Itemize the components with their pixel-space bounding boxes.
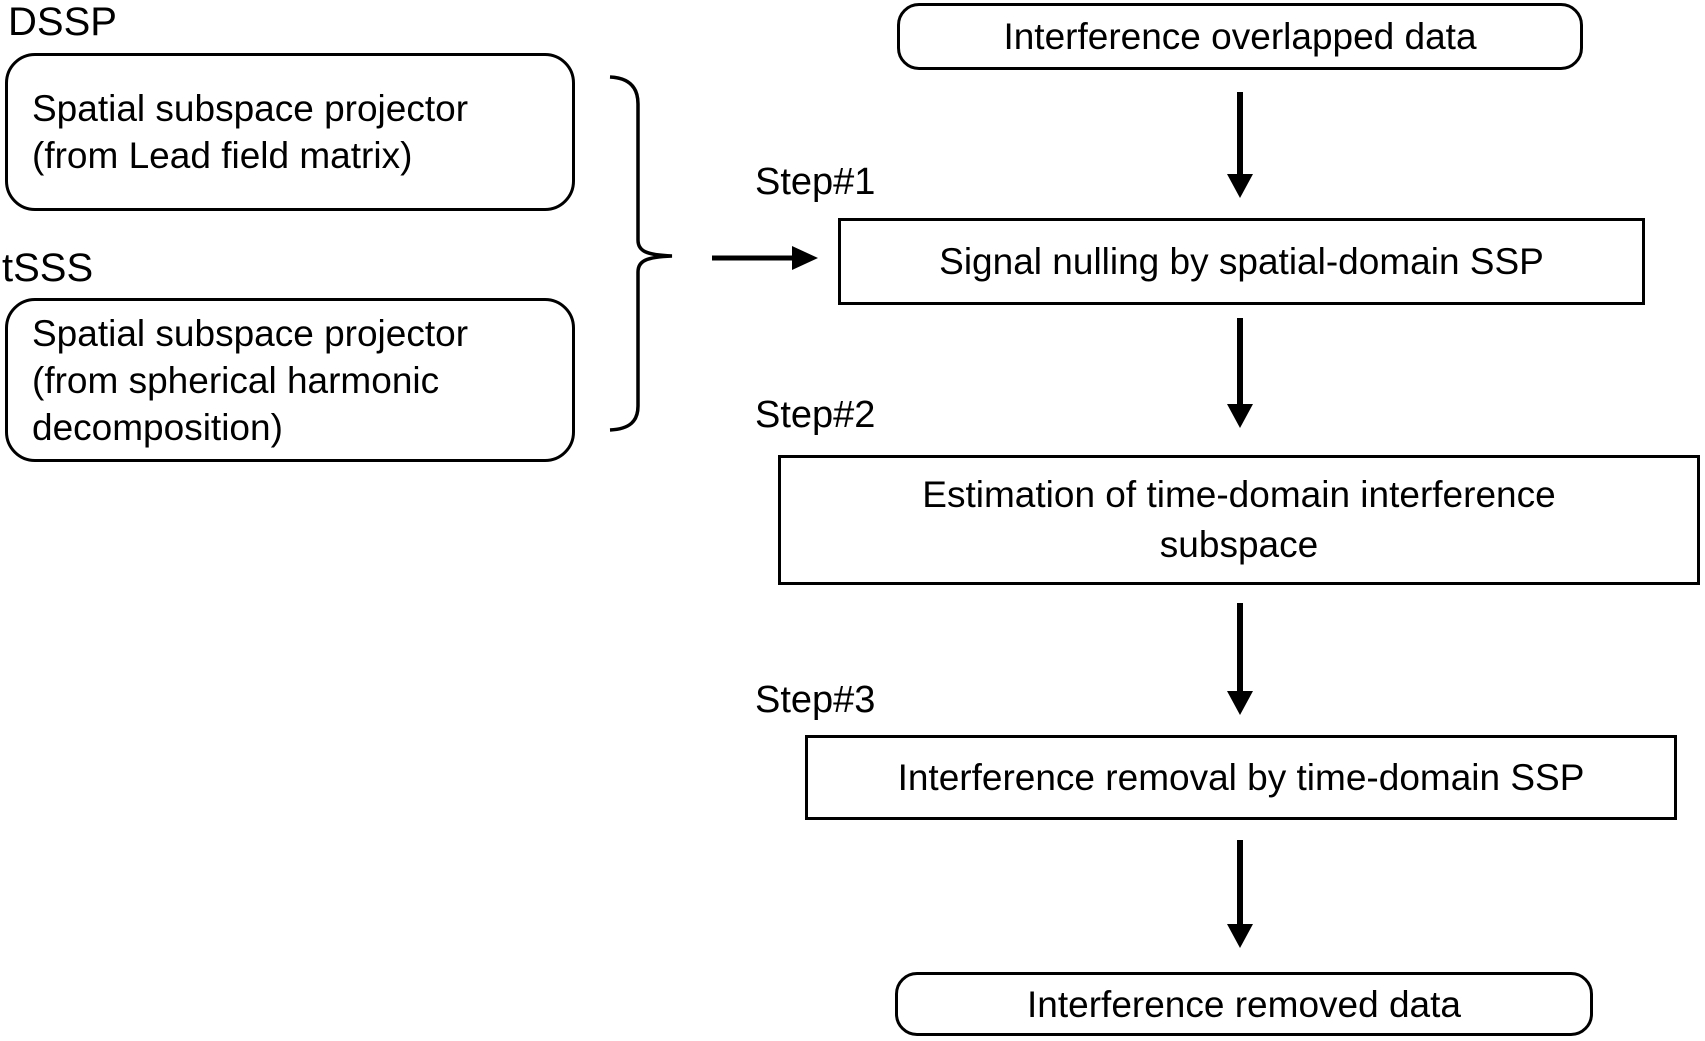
arrow-brace-to-step1-icon	[712, 246, 818, 270]
step3-box: Interference removal by time-domain SSP	[805, 735, 1677, 820]
step2-box-line1: Estimation of time-domain interference	[922, 474, 1556, 515]
output-data-box-label: Interference removed data	[1027, 983, 1461, 1025]
arrow-step1-to-step2-icon	[1227, 318, 1253, 428]
step1-box: Signal nulling by spatial-domain SSP	[838, 218, 1645, 305]
tsss-box-line1: Spatial subspace projector	[32, 312, 469, 354]
tsss-box-line3: decomposition)	[32, 406, 283, 448]
step2-label: Step#2	[755, 394, 876, 436]
dssp-box-line1: Spatial subspace projector	[32, 88, 469, 129]
arrow-input-to-step1-icon	[1227, 92, 1253, 198]
output-data-box: Interference removed data	[895, 972, 1593, 1036]
tsss-label: tSSS	[2, 246, 94, 290]
step2-box: Estimation of time-domain interference s…	[778, 455, 1700, 585]
input-data-box: Interference overlapped data	[897, 3, 1583, 70]
left-brace-icon	[609, 75, 673, 432]
step3-label: Step#3	[755, 679, 876, 721]
step3-box-label: Interference removal by time-domain SSP	[897, 757, 1585, 798]
dssp-box-line2: (from Lead field matrix)	[32, 135, 413, 176]
input-data-box-label: Interference overlapped data	[1003, 16, 1477, 57]
step1-label: Step#1	[755, 161, 876, 203]
tsss-box-line2: (from spherical harmonic	[32, 359, 440, 401]
step1-box-label: Signal nulling by spatial-domain SSP	[939, 241, 1544, 282]
dssp-label: DSSP	[8, 0, 117, 44]
tsss-box: Spatial subspace projector (from spheric…	[5, 298, 575, 462]
arrow-step2-to-step3-icon	[1227, 603, 1253, 715]
dssp-box: Spatial subspace projector (from Lead fi…	[5, 53, 575, 211]
arrow-step3-to-output-icon	[1227, 840, 1253, 948]
step2-box-line2: subspace	[1159, 524, 1319, 565]
